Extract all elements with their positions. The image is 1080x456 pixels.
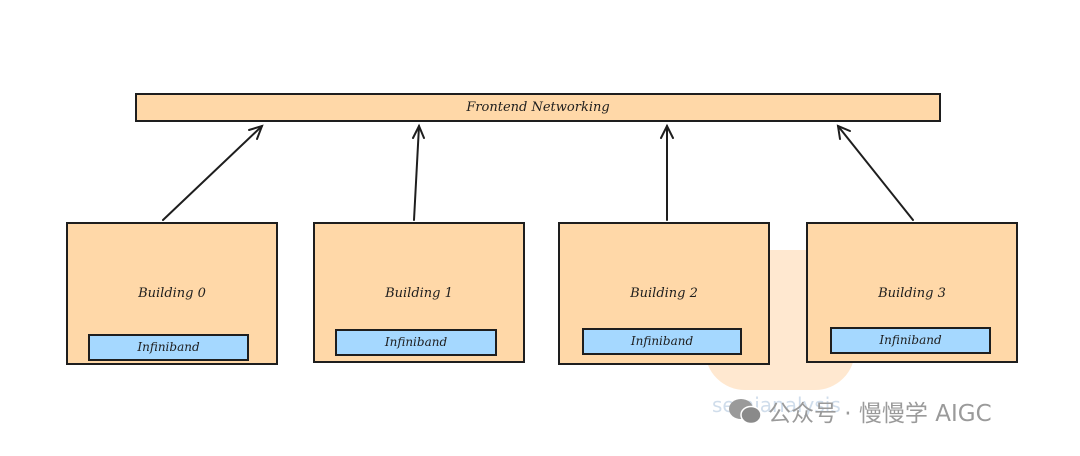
- building-1: Building 1 Infiniband: [313, 222, 525, 363]
- building-2: Building 2 Infiniband: [558, 222, 770, 365]
- watermark-text: 公众号 · 慢慢学 AIGC: [768, 401, 992, 427]
- frontend-networking-bar: Frontend Networking: [135, 93, 941, 122]
- infiniband-box: Infiniband: [88, 334, 249, 361]
- building-0: Building 0 Infiniband: [66, 222, 278, 365]
- wechat-icon: [729, 399, 762, 425]
- frontend-networking-label: Frontend Networking: [466, 100, 610, 115]
- building-label: Building 2: [630, 286, 698, 301]
- arrow-building-1: [412, 123, 425, 221]
- arrow-building-0: [162, 124, 264, 221]
- building-label: Building 1: [385, 286, 453, 301]
- infiniband-box: Infiniband: [582, 328, 742, 355]
- building-label: Building 0: [138, 286, 206, 301]
- watermark: 公众号 · 慢慢学 AIGC: [728, 394, 992, 428]
- infiniband-box: Infiniband: [830, 327, 991, 354]
- arrow-building-2: [660, 123, 674, 221]
- building-3: Building 3 Infiniband: [806, 222, 1018, 363]
- building-label: Building 3: [878, 286, 946, 301]
- arrow-building-3: [836, 124, 914, 221]
- infiniband-box: Infiniband: [335, 329, 497, 356]
